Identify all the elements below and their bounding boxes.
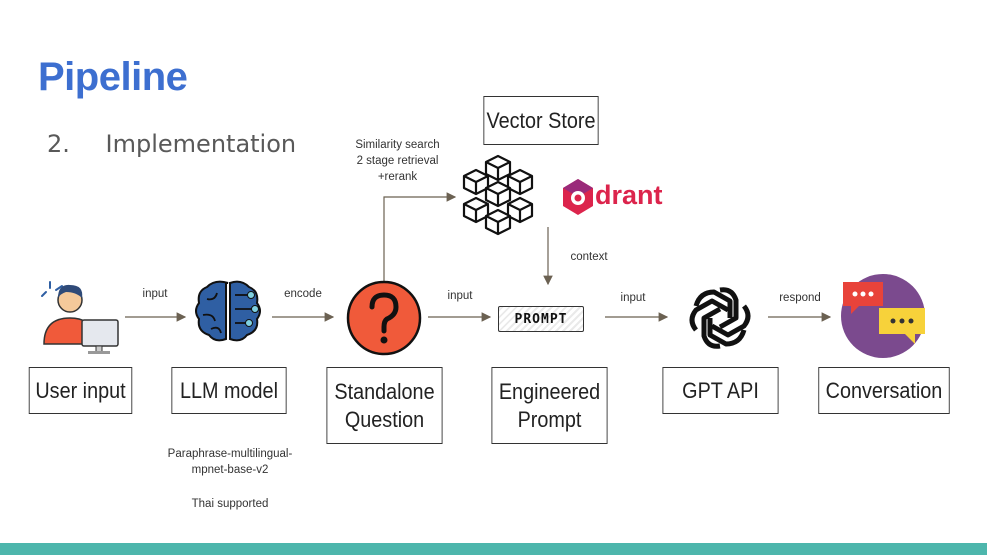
standalone-question-box: Standalone Question	[326, 367, 443, 444]
engineered-prompt-box: Engineered Prompt	[491, 367, 608, 444]
standalone-question-label: Question	[344, 406, 425, 432]
note-line: +rerank	[377, 171, 418, 183]
slide-title: Pipeline	[38, 55, 188, 99]
note-line: 2 stage retrieval	[356, 155, 439, 167]
qdrant-logo-icon	[563, 179, 593, 215]
edge-label-input-3: input	[620, 292, 646, 304]
engineered-prompt-label: Prompt	[517, 406, 582, 432]
brain-icon	[195, 280, 261, 342]
note-line: mpnet-base-v2	[191, 464, 269, 476]
standalone-question-label: Standalone	[334, 378, 435, 404]
qdrant-logo-text: drant	[595, 180, 663, 210]
edge-label-input-1: input	[142, 288, 168, 300]
vector-store-cubes-icon	[462, 154, 534, 236]
gpt-api-label: GPT API	[682, 377, 759, 403]
note-line: Paraphrase-multilingual-	[167, 448, 293, 460]
conversation-label: Conversation	[825, 377, 943, 403]
question-mark-icon	[346, 280, 422, 356]
conversation-box: Conversation	[818, 367, 950, 414]
model-note: Paraphrase-multilingual- mpnet-base-v2 T…	[160, 446, 300, 512]
section-heading: 2. Implementation	[47, 130, 296, 158]
openai-logo-icon	[689, 287, 751, 349]
vector-store-box: Vector Store	[483, 96, 599, 145]
user-at-computer-icon	[41, 281, 119, 354]
gpt-api-box: GPT API	[662, 367, 779, 414]
prompt-icon-text: PROMPT	[514, 311, 568, 327]
arrow-question-to-vector	[383, 192, 457, 287]
edge-label-context: context	[570, 251, 608, 263]
user-input-label: User input	[35, 377, 126, 403]
llm-model-label: LLM model	[180, 377, 278, 403]
conversation-chat-icon	[841, 274, 925, 358]
edge-label-input-2: input	[447, 290, 473, 302]
user-input-box: User input	[28, 367, 133, 414]
engineered-prompt-label: Engineered	[498, 378, 601, 404]
edge-label-encode: encode	[284, 288, 322, 300]
similarity-search-note: Similarity search 2 stage retrieval +rer…	[345, 137, 450, 185]
edge-label-respond: respond	[779, 292, 821, 304]
bottom-accent-bar	[0, 543, 987, 555]
section-number: 2.	[47, 130, 70, 158]
prompt-icon: PROMPT	[498, 306, 584, 332]
section-title: Implementation	[105, 130, 297, 158]
vector-store-label: Vector Store	[486, 107, 596, 133]
llm-model-box: LLM model	[171, 367, 287, 414]
note-line: Similarity search	[355, 139, 440, 151]
note-line: Thai supported	[191, 498, 269, 510]
